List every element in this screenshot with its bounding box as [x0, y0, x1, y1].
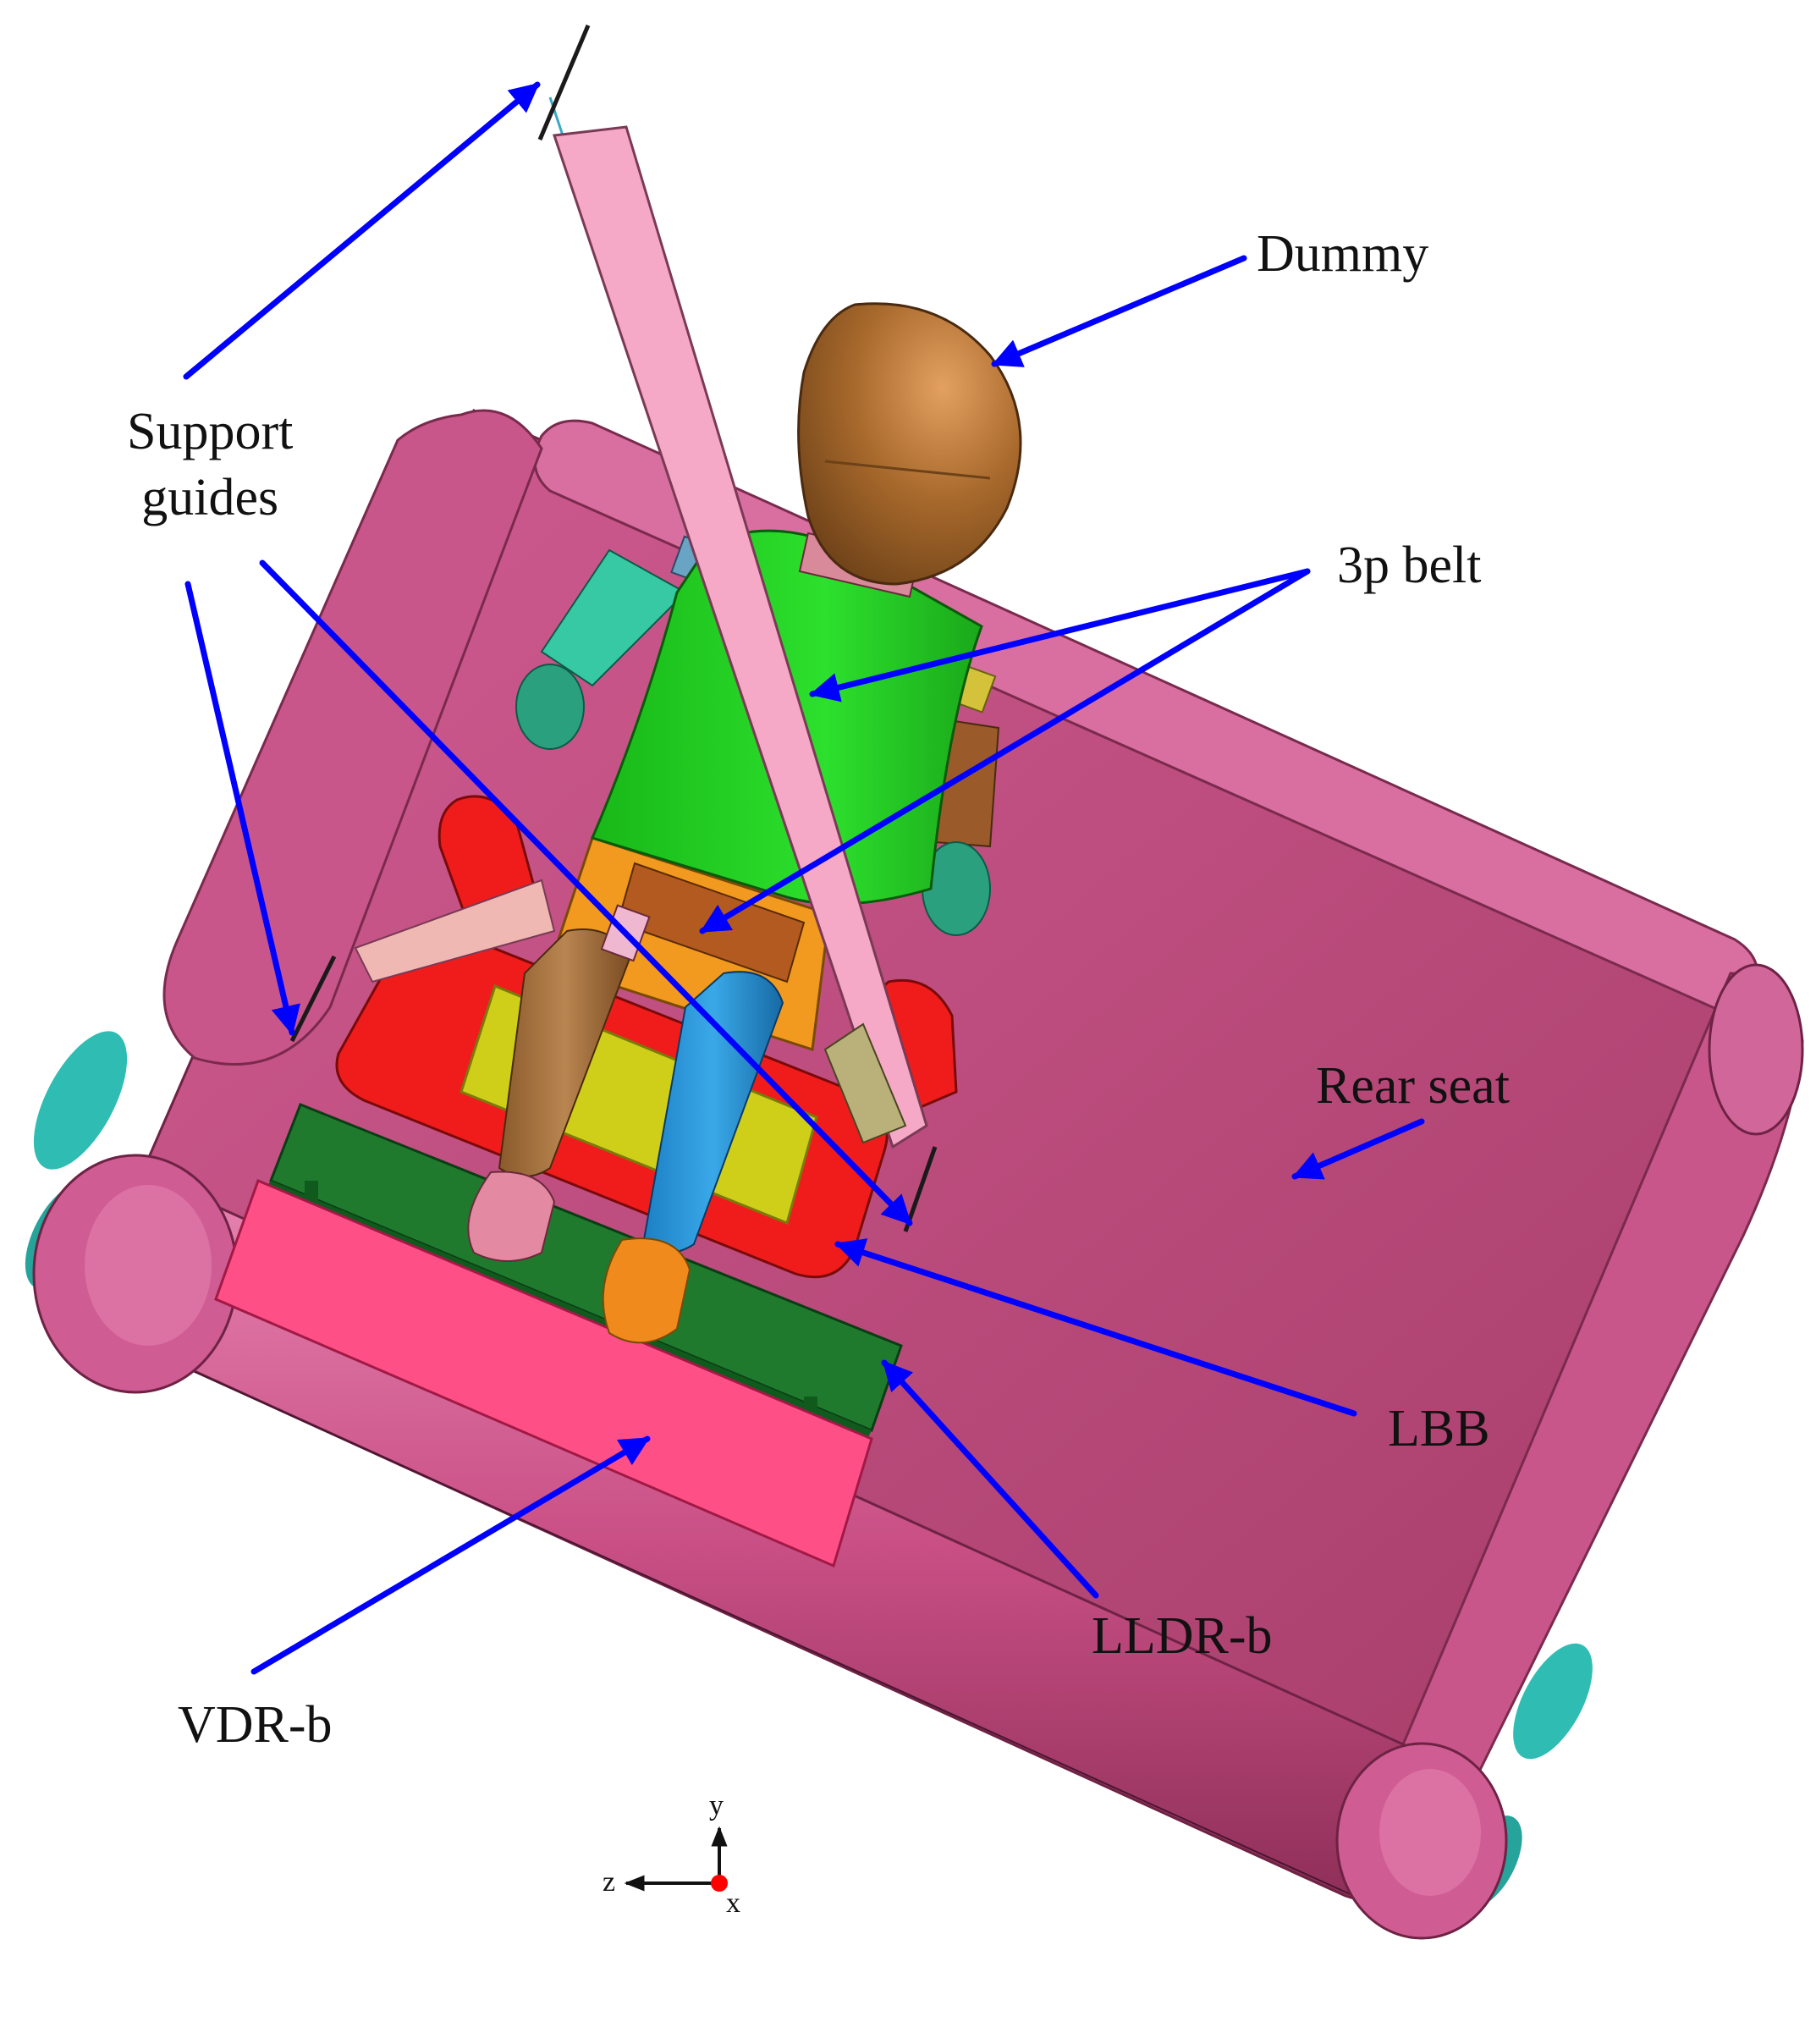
dummy-head-seam: [824, 460, 991, 480]
belt-lap-strap-left: [354, 879, 556, 983]
seat-front-bolster-seam: [164, 1358, 1355, 1897]
right-teal-hub: [1513, 1643, 1593, 1760]
axis-label-y: y: [709, 1790, 724, 1821]
axis-label-x: x: [726, 1887, 740, 1919]
label-support-guides-line1: Support: [127, 403, 294, 460]
support-guide-top: [537, 25, 591, 140]
label-support-guides-line2: guides: [141, 468, 279, 526]
arrow-belt-lap: [699, 568, 1311, 934]
left-teal-hub: [33, 1031, 128, 1170]
belt-lap-strap-right: [823, 1022, 907, 1144]
dummy: [467, 302, 1022, 1344]
seat-left-endcap-inner: [85, 1185, 212, 1346]
arrow-support-top: [183, 81, 541, 380]
arrow-support-left: [184, 581, 300, 1036]
label-support-guides: Support guides: [127, 399, 293, 531]
label-dummy: Dummy: [1257, 225, 1429, 283]
dummy-right-foot: [602, 1237, 691, 1344]
dummy-left-foot: [467, 1171, 556, 1262]
label-rear-seat: Rear seat: [1316, 1057, 1510, 1115]
label-lldr-b: LLDR-b: [1092, 1607, 1273, 1665]
vdr-b: [214, 1179, 873, 1568]
annotation-arrows: [183, 81, 1425, 1675]
dummy-left-hand: [515, 664, 585, 750]
label-3p-belt: 3p belt: [1337, 537, 1482, 594]
belt-shoulder-strap: [552, 125, 928, 1149]
arrow-support-right: [259, 559, 913, 1226]
label-lbb: LBB: [1388, 1400, 1490, 1457]
arrow-lldr: [881, 1359, 1099, 1599]
dummy-head: [797, 302, 1022, 586]
seat-right-top-endcap: [1708, 963, 1804, 1136]
label-vdr-b: VDR-b: [178, 1696, 333, 1754]
belt-anchor-cord: [548, 96, 564, 136]
axis-label-z: z: [603, 1866, 616, 1898]
axis-origin-x: [711, 1875, 728, 1892]
arrow-rear-seat: [1291, 1118, 1425, 1180]
arrow-lbb: [834, 1238, 1357, 1417]
arrow-belt-shoulder: [809, 568, 1311, 702]
dummy-left-upper-arm: [540, 548, 687, 687]
arrow-dummy: [991, 255, 1247, 367]
seat-right-endcap-inner: [1379, 1769, 1481, 1896]
coordinate-axes: [624, 1826, 728, 1892]
arrow-vdr: [250, 1435, 651, 1675]
